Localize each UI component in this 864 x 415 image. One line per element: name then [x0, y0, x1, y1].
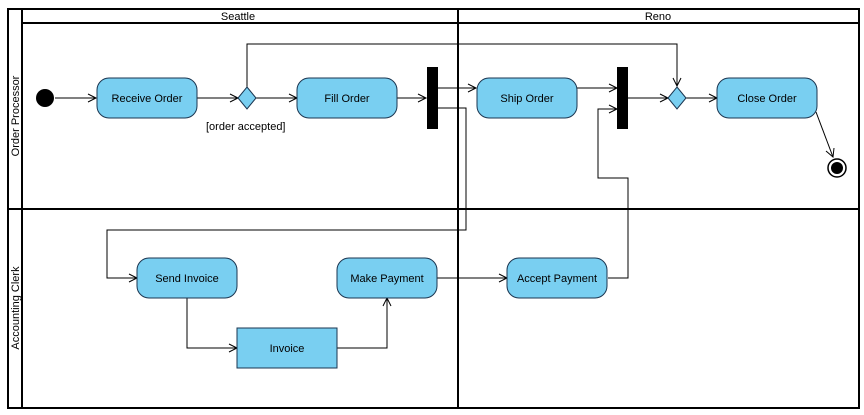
activity-shape: [296, 77, 398, 119]
arrowhead: [672, 77, 682, 88]
decision-node[interactable]: [237, 86, 257, 110]
partition-order-processor-title: Order Processor: [10, 75, 22, 156]
activity-accept-payment[interactable]: Accept Payment: [506, 257, 608, 299]
flow-send-invoice-to-invoice: [186, 298, 237, 349]
activity-label: Receive Order: [112, 93, 183, 105]
final-node-dot: [831, 162, 843, 174]
fork-bar[interactable]: [427, 67, 438, 129]
activity-ship-order[interactable]: Ship Order: [476, 77, 578, 119]
activity-shape: [716, 77, 818, 119]
activity-shape: [136, 257, 238, 299]
swimlane-frame: [7, 8, 860, 409]
flow-invoice-to-make-payment: [337, 298, 388, 349]
arrowhead: [417, 93, 428, 103]
activity-shape: [96, 77, 198, 119]
activity-label: Ship Order: [500, 93, 554, 105]
partition-reno-title: Reno: [645, 11, 671, 23]
guard-order-accepted: [order accepted]: [206, 121, 286, 133]
flow-decision-to-merge: [246, 43, 678, 87]
activity-close-order[interactable]: Close Order: [716, 77, 818, 119]
activity-receive-order[interactable]: Receive Order: [96, 77, 198, 119]
join-bar[interactable]: [617, 67, 628, 129]
flow-close-to-final: [815, 111, 834, 158]
activity-shape: [476, 77, 578, 119]
partition-accounting-clerk-title: Accounting Clerk: [10, 266, 22, 350]
final-node[interactable]: [827, 158, 847, 178]
activity-label: Make Payment: [350, 273, 423, 285]
flow-fork-to-send-invoice: [106, 107, 467, 279]
object-invoice[interactable]: Invoice: [236, 327, 338, 369]
activity-label: Accept Payment: [517, 273, 597, 285]
activity-label: Close Order: [737, 93, 797, 105]
activity-shape: [506, 257, 608, 299]
activity-label: Send Invoice: [155, 273, 219, 285]
activity-send-invoice[interactable]: Send Invoice: [136, 257, 238, 299]
arrowhead: [467, 83, 478, 93]
arrowhead: [825, 147, 835, 158]
activity-make-payment[interactable]: Make Payment: [336, 257, 438, 299]
flow-accept-payment-to-join: [597, 108, 629, 279]
object-label: Invoice: [270, 343, 305, 355]
object-shape: [236, 327, 338, 369]
initial-node[interactable]: [36, 89, 54, 107]
arrowhead: [87, 93, 98, 103]
activity-label: Fill Order: [324, 93, 370, 105]
merge-node[interactable]: [667, 86, 687, 110]
partition-seattle-title: Seattle: [221, 11, 255, 23]
activity-fill-order[interactable]: Fill Order: [296, 77, 398, 119]
activity-shape: [336, 257, 438, 299]
